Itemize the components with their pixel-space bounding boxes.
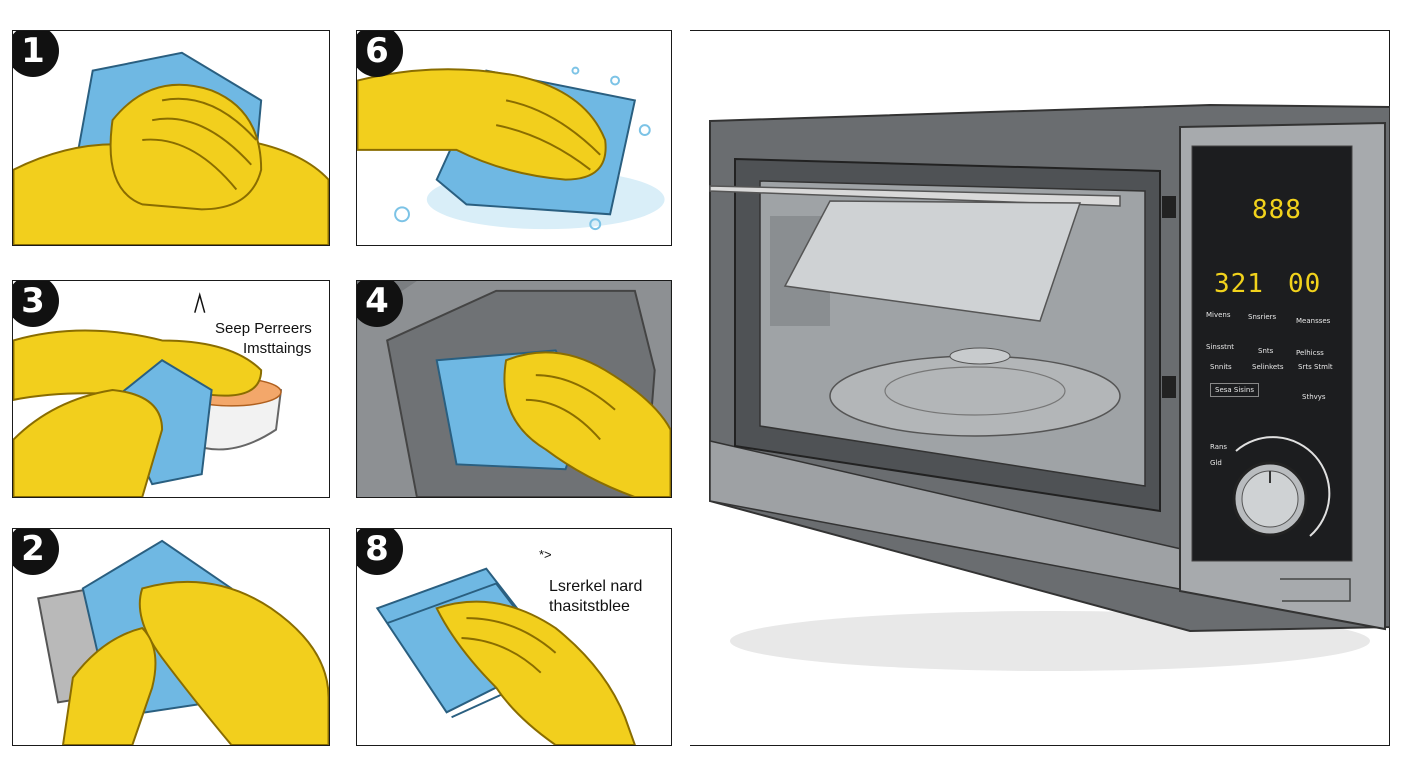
display-right: 00 <box>1288 269 1322 299</box>
control-label: Pelhicss <box>1296 349 1324 357</box>
caption-line: thasitstblee <box>549 598 630 615</box>
glove-on-wet-cloth-illustration <box>357 66 665 231</box>
step-number-badge: 1 <box>13 31 59 77</box>
glove-wiping-bowl-illustration <box>13 292 283 497</box>
step-number-badge: 6 <box>357 31 403 77</box>
step-number-badge: 8 <box>357 529 403 575</box>
caption-line: Lsrerkel nard <box>549 578 643 595</box>
control-label: Mivens <box>1206 311 1231 319</box>
control-label: Sesa Sisins <box>1210 383 1259 397</box>
step-number-badge: 3 <box>13 281 59 327</box>
glove-wiping-cloth-illustration <box>13 51 329 245</box>
display-left: 321 <box>1214 269 1264 299</box>
control-label: Snnits <box>1210 363 1232 371</box>
control-label: Snsriers <box>1248 313 1277 321</box>
control-label: Gld <box>1210 459 1222 467</box>
microwave-panel: 888 321 00 Mivens Snsriers Meansses Sins… <box>690 30 1390 746</box>
microwave-illustration <box>709 103 1390 671</box>
caption-line: Seep Perreers <box>215 320 312 337</box>
control-label: Meansses <box>1296 317 1331 325</box>
control-label: Selinkets <box>1252 363 1284 371</box>
step-caption: Lsrerkel nard thasitstblee <box>549 577 642 617</box>
glove-cleaning-microwave-interior-illustration <box>357 281 671 497</box>
step-panel-6: 6 <box>356 30 672 246</box>
control-label: Sthvys <box>1302 393 1326 401</box>
step-number-badge: 4 <box>357 281 403 327</box>
sparkle-mark: *> <box>539 547 552 562</box>
step-caption: Seep Perreers Imsttaings <box>215 319 312 359</box>
step-number-badge: 2 <box>13 529 59 575</box>
step-panel-1: 1 <box>12 30 330 246</box>
display-top: 888 <box>1252 195 1302 225</box>
step-panel-3: 3 Seep Perreers Imsttaings <box>12 280 330 498</box>
control-label: Srts Stmlt <box>1298 363 1333 371</box>
caption-line: Imsttaings <box>243 340 312 357</box>
step-panel-2: 2 <box>12 528 330 746</box>
step-panel-8: 8 *> Lsrerkel nard thasitstblee <box>356 528 672 746</box>
control-label: Sinsstnt <box>1206 343 1235 351</box>
control-label: Snts <box>1258 347 1274 355</box>
gloves-folding-cloth-illustration <box>37 539 329 745</box>
control-label: Rans <box>1210 443 1228 451</box>
step-panel-4: 4 <box>356 280 672 498</box>
glove-holding-folded-cloth-illustration <box>375 567 636 745</box>
